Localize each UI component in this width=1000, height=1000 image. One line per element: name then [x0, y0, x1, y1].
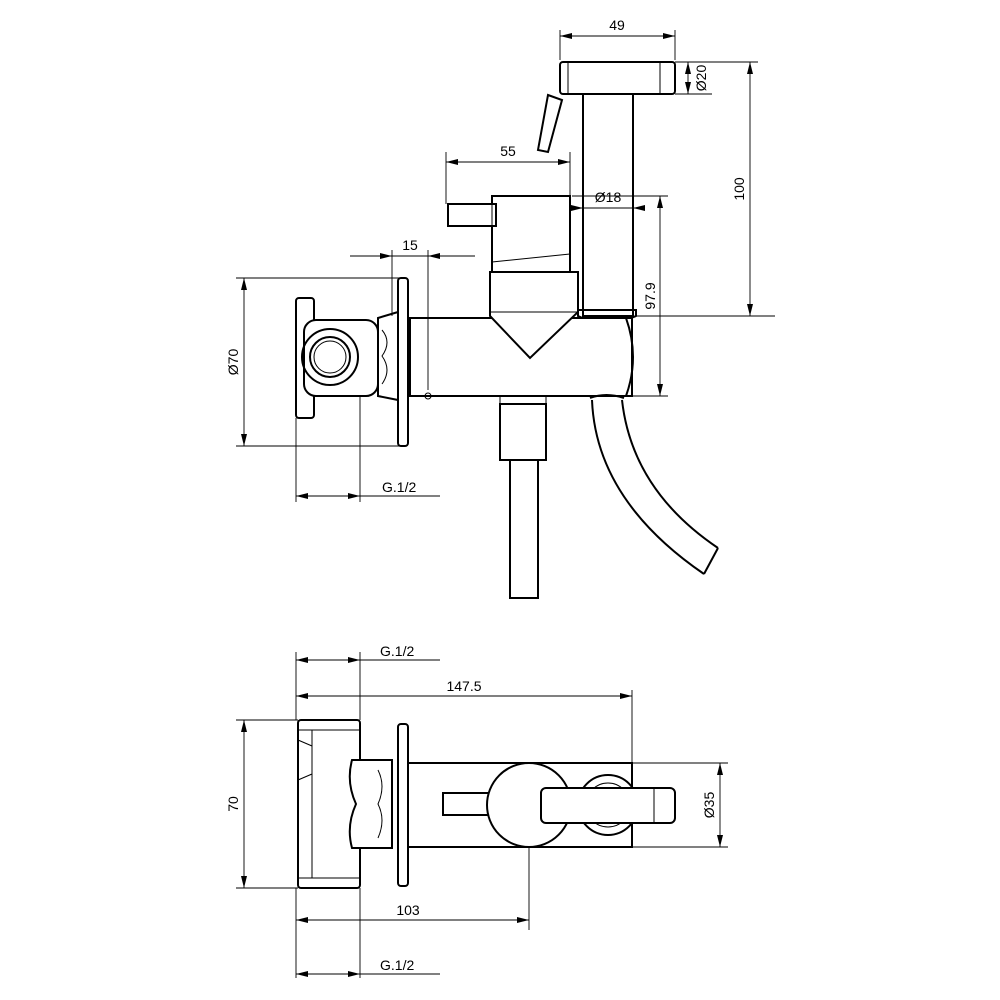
lever-housing [491, 195, 571, 273]
bottom-pipe [509, 459, 539, 599]
dim-handset-diameter: Ø20 [693, 65, 709, 92]
dim-handset-length: 49 [609, 17, 625, 33]
plan-flange [397, 723, 409, 887]
dim-thread-top: G.1/2 [380, 643, 414, 659]
plan-handset [540, 787, 676, 824]
nut [377, 310, 399, 402]
dim-body-height: 70 [225, 796, 241, 812]
handset-head [559, 61, 676, 95]
handset-stem [582, 93, 634, 317]
dim-body-diameter: Ø35 [701, 792, 717, 819]
plan-view: G.1/2 147.5 70 Ø35 103 G.1/2 [225, 643, 728, 978]
dim-thread-side: G.1/2 [382, 479, 416, 495]
dim-flange-diameter: Ø70 [225, 349, 241, 376]
dim-hose-diameter: Ø18 [595, 189, 622, 205]
dim-lever-reach: 55 [500, 143, 516, 159]
wall-flange [397, 277, 409, 447]
dim-thread-bottom: G.1/2 [380, 957, 414, 973]
plan-lever [442, 792, 492, 816]
dim-handset-height: 100 [731, 177, 747, 201]
handset-trigger [536, 93, 564, 154]
side-view: 49 Ø20 100 55 Ø18 97.9 [225, 17, 775, 599]
hose [591, 399, 705, 575]
inlet-fitting [297, 719, 361, 889]
inlet-ring-outer [301, 328, 359, 386]
plan-nut [348, 759, 393, 849]
dim-overall-length: 147.5 [446, 678, 481, 694]
dim-flange-offset: 15 [402, 237, 418, 253]
bottom-nozzle [499, 403, 547, 461]
dim-body-length: 103 [396, 902, 420, 918]
lever-handle [447, 203, 497, 227]
dim-outlet-height: 97.9 [642, 282, 658, 309]
